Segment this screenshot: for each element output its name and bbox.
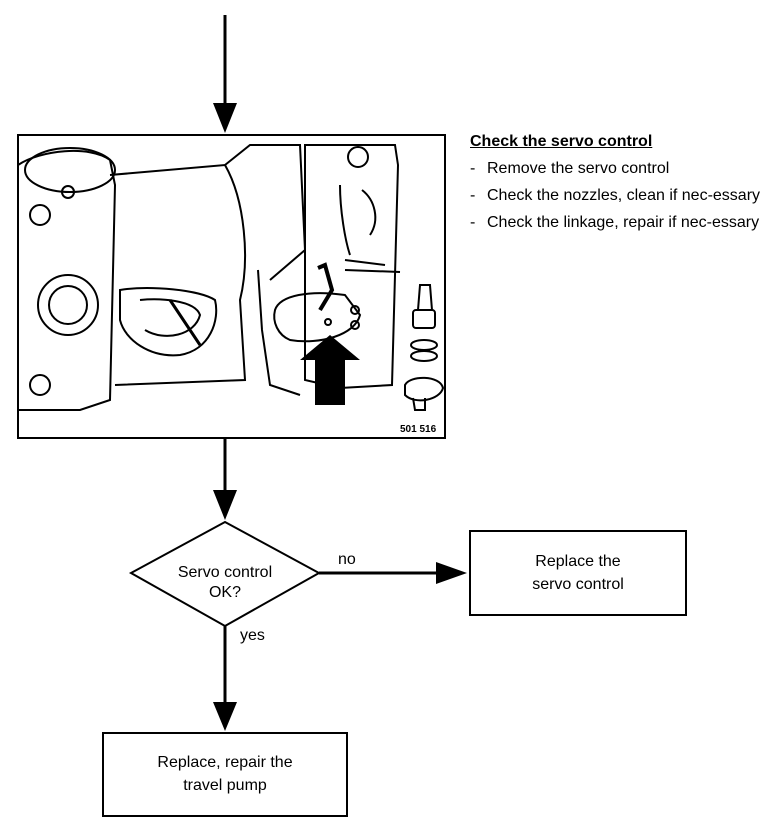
box-no-line-2: servo control [532, 576, 624, 593]
arrow-no-branch [319, 562, 467, 584]
box-replace-repair-travel-pump: Replace, repair the travel pump [102, 732, 348, 817]
box-replace-servo-control: Replace the servo control [469, 530, 687, 616]
decision-servo-ok: Servo control OK? [128, 520, 322, 628]
box-yes-line-1: Replace, repair the [157, 754, 292, 771]
instructions-title: Check the servo control [470, 133, 653, 150]
servo-control-illustration: 501 516 [17, 134, 446, 439]
figure-code: 501 516 [400, 424, 437, 435]
no-label: no [338, 551, 356, 568]
instructions-panel: Check the servo control Remove the servo… [470, 131, 760, 239]
decision-line-2: OK? [209, 584, 241, 601]
arrow-into-figure [213, 15, 237, 133]
instruction-step: Remove the servo control [470, 158, 760, 179]
instruction-step: Check the linkage, repair if nec-essary [470, 212, 760, 233]
instruction-step: Check the nozzles, clean if nec-essary [470, 185, 760, 206]
box-yes-line-2: travel pump [183, 777, 267, 794]
servo-block-drawing [273, 144, 401, 390]
decision-line-1: Servo control [178, 564, 272, 581]
instructions-steps: Remove the servo control Check the nozzl… [470, 158, 760, 233]
box-no-line-1: Replace the [535, 553, 620, 570]
exploded-parts-drawing [404, 284, 445, 411]
arrow-yes-branch [213, 626, 237, 731]
indicator-arrow [300, 335, 360, 405]
yes-label: yes [240, 627, 265, 644]
pump-housing-drawing [17, 144, 307, 411]
arrow-to-decision [213, 439, 237, 520]
